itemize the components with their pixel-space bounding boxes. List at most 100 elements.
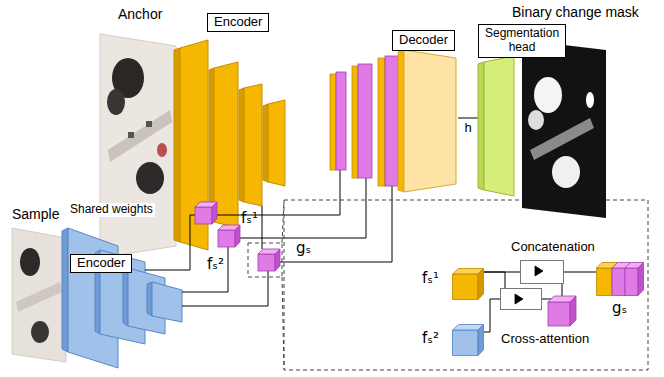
decoder-layers	[398, 50, 404, 192]
connector	[564, 272, 596, 273]
anchor-encoder	[174, 40, 285, 250]
operation-box: Concatenation	[520, 260, 564, 284]
module-block: Decoder	[392, 30, 458, 192]
cube-face	[515, 294, 523, 304]
fused-feature-cube: gₛ	[596, 262, 644, 296]
cross-attention-cube	[235, 225, 240, 247]
sample-encoder	[152, 282, 182, 322]
feature-cube: fₛ²	[452, 324, 484, 356]
node-label: gₛ	[612, 300, 627, 317]
module-box: Encoder	[207, 13, 269, 32]
decoder-layers	[330, 74, 336, 170]
image-title: Sample	[12, 206, 59, 222]
output-title: Binary change mask	[512, 4, 639, 20]
node-label: Segmentation head	[478, 24, 566, 58]
cube-face	[597, 268, 613, 296]
anchor-encoder	[244, 84, 262, 206]
node-label: Encoder	[214, 15, 262, 30]
decoder-layers	[336, 72, 346, 170]
wire	[182, 271, 268, 306]
sample-encoder	[62, 228, 68, 352]
wire	[145, 170, 392, 306]
sample-photo	[31, 321, 49, 343]
feature-name: gₛ	[296, 240, 311, 257]
decoder-layers	[330, 50, 456, 192]
cube-drawing	[596, 262, 644, 296]
cube-face	[535, 266, 543, 276]
attention-output-cube	[548, 302, 570, 326]
cube-drawing	[452, 268, 484, 300]
anchor-encoder	[263, 104, 268, 182]
wire	[280, 186, 392, 262]
zoom-frame	[248, 243, 282, 277]
sample-photo	[20, 248, 40, 276]
node-label: Concatenation	[511, 240, 595, 255]
decoder-layers	[385, 56, 398, 186]
feature-name: fₛ²	[207, 256, 224, 273]
node-label: fₛ²	[422, 330, 439, 347]
operation-box: Cross-attention	[500, 288, 542, 310]
cube-face	[453, 330, 479, 356]
sample-photo	[16, 282, 62, 312]
wire	[145, 215, 195, 270]
zoom-frame	[284, 200, 648, 370]
connector	[458, 118, 478, 119]
operation-symbol	[521, 261, 563, 283]
cross-attention-cube	[218, 230, 235, 247]
cross-attention-cube	[195, 207, 212, 224]
cube-face	[478, 325, 484, 356]
edge-label: h	[463, 121, 472, 135]
anchor-encoder	[268, 100, 285, 186]
change-mask	[552, 156, 580, 188]
node-label: Encoder	[77, 256, 125, 271]
sample-encoder	[123, 268, 128, 326]
cube-drawing	[452, 324, 484, 356]
decoder-layers	[404, 50, 456, 192]
change-mask	[522, 40, 606, 218]
anchor-photo	[128, 132, 134, 138]
change-mask	[530, 118, 594, 160]
anchor-photo	[108, 110, 172, 162]
anchor-photo	[100, 34, 176, 258]
feature-name: fₛ¹	[241, 210, 258, 227]
operation-symbol	[501, 289, 541, 309]
feature-cube: fₛ¹	[452, 268, 484, 300]
image-title: Anchor	[118, 6, 162, 22]
anchor-encoder	[214, 62, 238, 228]
zoom-frame	[248, 200, 648, 370]
segmentation-slab	[478, 62, 484, 190]
anchor-encoder	[239, 88, 244, 202]
module-block: Segmentation head	[478, 24, 567, 194]
cube-face	[638, 263, 644, 296]
wire	[217, 170, 340, 215]
cross-attention-cube	[212, 202, 217, 224]
connector	[484, 272, 505, 288]
decoder-layers	[378, 58, 385, 186]
decoder-layers	[352, 66, 358, 178]
cube-face	[478, 269, 484, 300]
anchor-encoder	[174, 48, 180, 242]
attention-output-cube	[548, 296, 576, 326]
anchor-photo	[100, 34, 176, 258]
sample-encoder	[62, 228, 182, 368]
anchor-photo	[107, 89, 125, 115]
sample-encoder	[147, 282, 152, 316]
module-box: Encoder	[70, 254, 132, 273]
anchor-photo	[157, 143, 167, 157]
connector	[484, 299, 500, 332]
segmentation-slab	[484, 56, 514, 196]
anchor-encoder	[209, 68, 214, 222]
change-mask	[522, 40, 606, 218]
anchor-photo	[146, 121, 152, 127]
attention-output-cube	[570, 296, 576, 326]
cross-attention-cube	[258, 254, 275, 271]
change-mask	[528, 110, 544, 130]
cube-face	[453, 274, 479, 300]
change-mask	[534, 77, 562, 113]
sample-photo	[12, 228, 66, 362]
cube-face	[612, 268, 625, 296]
note: Shared weights	[68, 203, 155, 217]
node-label: fₛ¹	[422, 270, 439, 287]
